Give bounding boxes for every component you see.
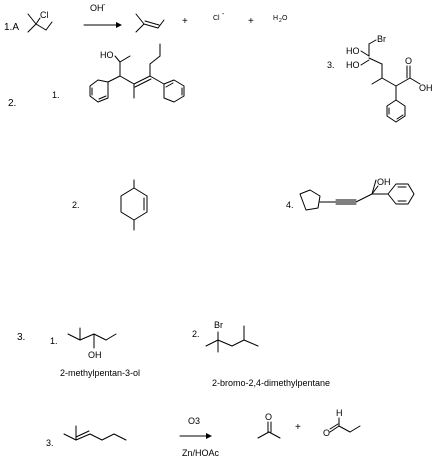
molecule-3-2: Br xyxy=(205,320,259,353)
molecule-2-1: HO xyxy=(89,43,185,103)
svg-text:O: O xyxy=(405,56,412,66)
molecule-2-4: OH xyxy=(299,177,415,211)
product-propanal: H O xyxy=(323,408,361,438)
compound-name-3-1: 2-methylpentan-3-ol xyxy=(60,368,140,378)
problem-3-label: 3. xyxy=(17,332,25,343)
svg-text:O: O xyxy=(323,428,330,438)
svg-text:2.: 2. xyxy=(72,200,80,210)
hydroxyl-label: HO xyxy=(100,50,114,60)
svg-text:O: O xyxy=(265,412,272,422)
reagent-zn-hoac: Zn/HOAc xyxy=(182,448,220,458)
compound-name-3-2: 2-bromo-2,4-dimethylpentane xyxy=(212,378,330,388)
molecule-2-2-methylcyclohexene xyxy=(120,179,148,231)
svg-text:+: + xyxy=(182,16,188,27)
water: H 2 O xyxy=(273,15,288,24)
problem-1a-label: 1.A xyxy=(4,22,19,33)
svg-text:2: 2 xyxy=(279,18,282,24)
svg-text:Br: Br xyxy=(214,320,223,330)
molecule-2-3: HO HO Br O OH xyxy=(346,34,433,123)
svg-text:H: H xyxy=(273,15,278,22)
reagent-ozone: O3 xyxy=(188,416,200,426)
svg-text:OH: OH xyxy=(377,177,391,187)
product-alkene xyxy=(135,13,165,33)
svg-text:HO: HO xyxy=(346,60,360,70)
svg-text:H: H xyxy=(336,408,343,418)
svg-text:O: O xyxy=(282,15,288,22)
svg-text:OH: OH xyxy=(419,83,433,93)
svg-text:HO: HO xyxy=(346,46,360,56)
svg-text:-: - xyxy=(222,11,225,18)
problem-1a: 1.A Cl OH - + Cl - + H 2 O xyxy=(4,2,288,33)
svg-text:3.: 3. xyxy=(327,60,335,70)
svg-text:2.: 2. xyxy=(192,329,200,339)
molecule-3-1-2-methylpentan-3-ol: OH xyxy=(67,327,117,360)
svg-text:1.: 1. xyxy=(50,336,58,346)
svg-text:Br: Br xyxy=(377,34,386,44)
product-acetone: O xyxy=(257,412,281,439)
svg-text:-: - xyxy=(103,2,106,9)
svg-text:3.: 3. xyxy=(46,438,54,448)
svg-text:+: + xyxy=(248,16,254,27)
chloride-ion: Cl xyxy=(213,15,220,22)
svg-text:OH: OH xyxy=(88,350,102,360)
chlorine-atom: Cl xyxy=(40,10,49,20)
problem-2-label: 2. xyxy=(8,98,16,109)
reactant-alkene-3-3 xyxy=(63,425,127,441)
hydroxide-reagent: OH xyxy=(90,3,104,13)
reactant-tert-butyl-chloride: Cl xyxy=(27,10,53,33)
svg-text:1.: 1. xyxy=(52,90,60,100)
svg-text:4.: 4. xyxy=(286,200,294,210)
problem-3: 3. 1. OH 2-methylpentan-3-ol 2. Br 2-bro… xyxy=(17,320,361,458)
arrow-head xyxy=(116,22,122,28)
svg-text:+: + xyxy=(295,422,301,433)
problem-2: 2. 1. HO 3. H xyxy=(8,34,433,231)
